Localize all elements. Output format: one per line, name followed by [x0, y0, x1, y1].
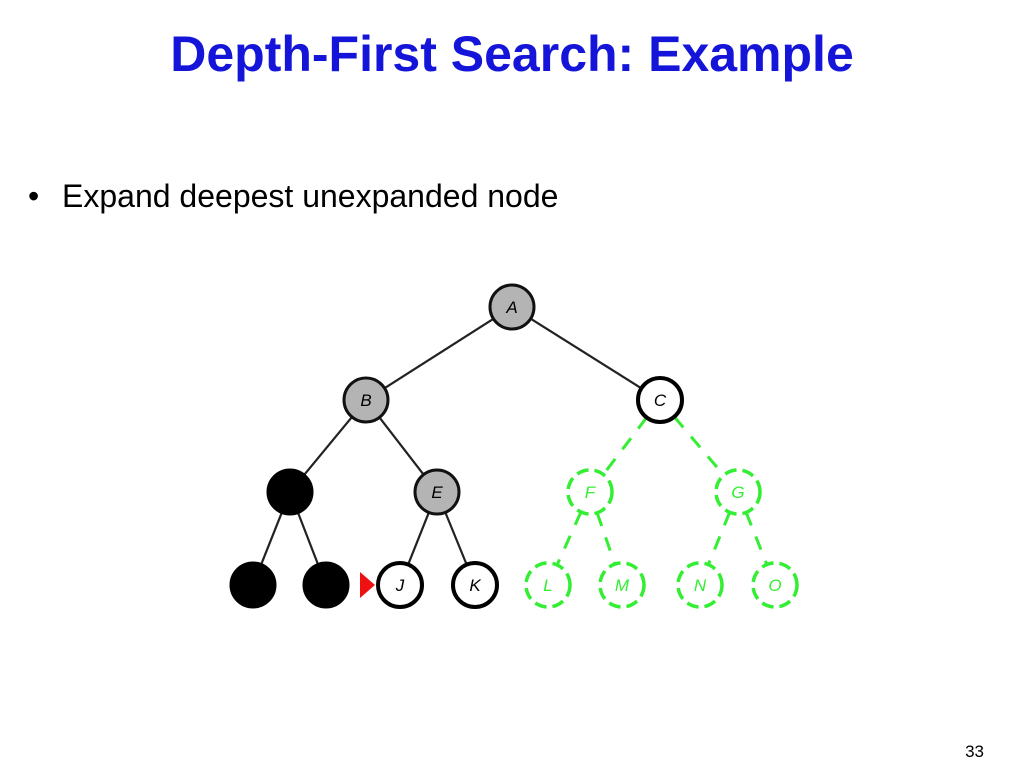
- tree-edge-a-c: [530, 317, 642, 390]
- tree-node-c: C: [636, 376, 684, 424]
- tree-edge-g-o: [744, 511, 769, 566]
- tree-nodes: A B C E F G J K L M N O: [229, 283, 799, 609]
- tree-node-label: E: [431, 483, 443, 502]
- tree-node-circle: [229, 561, 277, 609]
- tree-node-circle: [598, 561, 646, 609]
- tree-node-label: B: [360, 391, 371, 410]
- pointer-arrow-icon: [360, 572, 375, 598]
- page-number: 33: [965, 742, 984, 761]
- tree-node-l: L: [524, 561, 572, 609]
- tree-node-circle: [451, 561, 499, 609]
- tree-node-label: N: [694, 576, 707, 595]
- tree-edges: [260, 317, 769, 566]
- tree-node-circle: [566, 468, 614, 516]
- tree-node-g: G: [714, 468, 762, 516]
- tree-node-circle: [714, 468, 762, 516]
- tree-node-f: F: [566, 468, 614, 516]
- tree-node-label: A: [505, 298, 517, 317]
- tree-edge-a-b: [383, 317, 495, 390]
- tree-node-circle: [266, 468, 314, 516]
- tree-node-label: O: [768, 576, 781, 595]
- bullet-list: • Expand deepest unexpanded node: [28, 174, 558, 218]
- tree-node-label: J: [395, 576, 405, 595]
- tree-edge-e-k: [444, 511, 468, 566]
- tree-node-n: N: [676, 561, 724, 609]
- tree-edge-f-l: [555, 511, 583, 566]
- bullet-item: • Expand deepest unexpanded node: [28, 174, 558, 218]
- tree-node-i: [302, 561, 350, 609]
- current-node-pointer: [360, 572, 375, 598]
- tree-edge-b-e: [378, 416, 425, 476]
- tree-edge-f-m: [595, 512, 617, 565]
- tree-node-b: B: [342, 376, 390, 424]
- tree-edge-d-h: [260, 512, 283, 565]
- tree-node-circle: [342, 376, 390, 424]
- tree-node-circle: [751, 561, 799, 609]
- tree-edge-e-j: [407, 512, 430, 565]
- tree-node-label: C: [654, 391, 667, 410]
- tree-node-circle: [488, 283, 536, 331]
- tree-node-label: G: [731, 483, 744, 502]
- bullet-dot-icon: •: [28, 178, 40, 214]
- tree-node-label: K: [469, 576, 481, 595]
- tree-node-circle: [636, 376, 684, 424]
- tree-node-a: A: [488, 283, 536, 331]
- tree-node-e: E: [413, 468, 461, 516]
- tree-node-d: [266, 468, 314, 516]
- tree-edge-c-g: [673, 415, 725, 477]
- tree-node-label: M: [615, 576, 630, 595]
- tree-edge-c-f: [602, 416, 648, 476]
- tree-node-m: M: [598, 561, 646, 609]
- tree-edge-b-d: [303, 416, 353, 476]
- tree-edge-g-n: [706, 511, 732, 566]
- tree-node-label: L: [543, 576, 552, 595]
- tree-node-circle: [413, 468, 461, 516]
- tree-node-label: F: [585, 483, 597, 502]
- tree-node-circle: [524, 561, 572, 609]
- tree-node-o: O: [751, 561, 799, 609]
- slide-title: Depth-First Search: Example: [170, 26, 854, 82]
- tree-node-circle: [302, 561, 350, 609]
- tree-node-k: K: [451, 561, 499, 609]
- tree-node-circle: [676, 561, 724, 609]
- tree-node-h: [229, 561, 277, 609]
- tree-edge-d-i: [296, 512, 320, 565]
- tree-node-j: J: [376, 561, 424, 609]
- bullet-text: Expand deepest unexpanded node: [62, 178, 559, 214]
- tree-node-circle: [376, 561, 424, 609]
